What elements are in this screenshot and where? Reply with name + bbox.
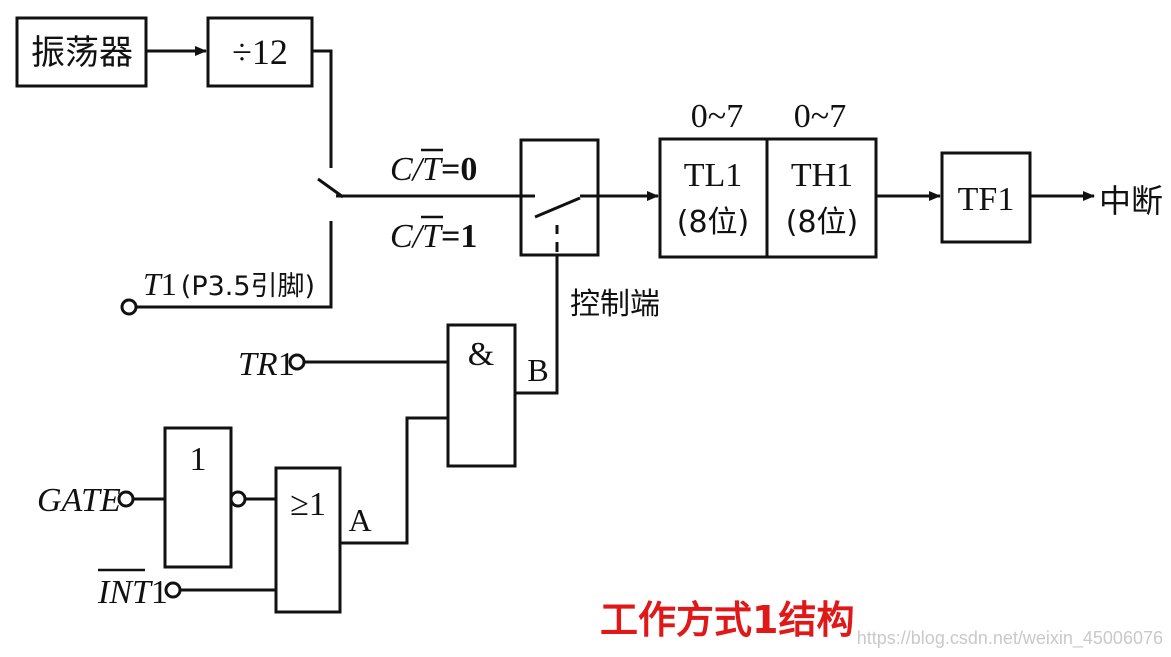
tl1-range: 0~7 [691,98,743,135]
interrupt-label: 中断 [1099,182,1163,220]
tl1-label: TL1 [684,157,743,194]
ct0-label: C/T=0 [390,151,477,188]
tl1-bits: (8位) [677,205,750,240]
tr1-pin-circle [288,353,306,371]
and-gate [446,323,517,468]
or-gate [274,466,342,614]
or-gate-symbol: ≥1 [290,486,326,523]
diagram-title: 工作方式1结构 [600,598,854,642]
oscillator-label: 振荡器 [31,33,133,73]
control-line-b [515,255,559,395]
watermark: https://blog.csdn.net/weixin_45006076 [857,628,1163,649]
divider-output-wire [312,49,333,168]
tr1-label: TR1 [238,346,295,383]
int1-pin-circle [164,581,182,599]
th1-bits: (8位) [786,205,859,240]
and-gate-symbol: & [468,336,494,373]
wire-a [340,416,448,545]
divider-label: ÷12 [232,32,288,72]
tf1-label: TF1 [958,181,1015,218]
t1-pin-label: T1(P3.5引脚) [143,266,315,302]
gate-label: GATE [37,482,121,519]
ct1-label: C/T=1 [390,218,477,255]
th1-label: TH1 [791,157,853,194]
control-switch-blade [534,196,581,219]
node-b-label: B [527,352,548,388]
t1-pin-circle [120,298,138,316]
not-gate-symbol: 1 [190,441,207,478]
gate-pin-circle [117,490,135,508]
control-end-label: 控制端 [570,287,660,322]
int1-label: INT1 [97,574,168,611]
t1-pin-wire [136,221,333,309]
node-a-label: A [348,502,371,538]
mode-switch-blade [317,177,344,199]
not-inversion-bubble [229,490,247,508]
th1-range: 0~7 [794,98,846,135]
